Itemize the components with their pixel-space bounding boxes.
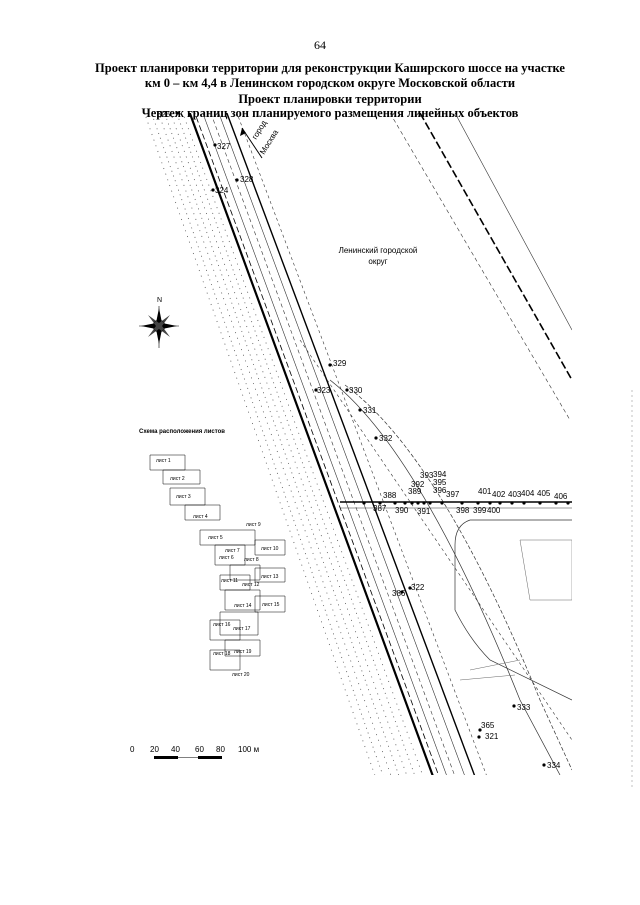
district-label-line-1: Ленинский городской: [339, 246, 418, 255]
point-label: 324: [215, 186, 229, 195]
point-label: 398: [456, 506, 470, 515]
point-label: 399: [473, 506, 487, 515]
sheet-label: лист 13: [261, 574, 279, 580]
point-label: 333: [517, 703, 531, 712]
sheet-label: лист 20: [232, 672, 250, 678]
sheet-label: лист 6: [219, 555, 234, 561]
point-label: 393: [420, 471, 434, 480]
scale-tick-label: 60: [195, 745, 204, 754]
point-label: 321: [485, 732, 499, 741]
arrowhead-icon: [240, 128, 246, 136]
point-label: 404: [521, 489, 535, 498]
title-line-1: Проект планировки территории для реконст…: [95, 61, 565, 75]
point-label: 329: [333, 359, 347, 368]
point-label: 405: [537, 489, 551, 498]
point-label: 334: [547, 761, 561, 770]
scale-tick-label: 20: [150, 745, 159, 754]
title-line-3: Проект планировки территории: [238, 92, 422, 106]
sheet-label: лист 10: [261, 546, 279, 552]
point-label: 392: [411, 480, 425, 489]
north-label: N: [157, 297, 162, 304]
point-label: 322: [411, 583, 425, 592]
sheet-label: лист 16: [213, 622, 231, 628]
sheet-label: лист 12: [242, 582, 260, 588]
point-label: 394: [433, 470, 447, 479]
point-labels: 325 327 328 324 329 323 330 331 332 393 …: [157, 110, 568, 770]
point-label: 387: [373, 504, 387, 513]
sheet-label: лист 15: [262, 602, 280, 608]
point-label: 386: [392, 589, 406, 598]
sheet-label: лист 5: [208, 535, 223, 541]
point-label: 389: [408, 487, 422, 496]
point-label: 400: [487, 506, 501, 515]
sheet-label: лист 14: [234, 603, 252, 609]
point-label: 327: [217, 142, 231, 151]
sheet-label: лист 11: [221, 578, 238, 584]
point-label: 323: [317, 386, 331, 395]
scheme-title: Схема расположения листов: [139, 429, 225, 435]
page-number: 64: [314, 38, 326, 52]
district-label-line-2: округ: [368, 257, 387, 266]
point-label: 402: [492, 490, 506, 499]
sheet-scheme: Схема расположения листов лист 1 лист 2 …: [139, 429, 286, 678]
sheet-label: лист 18: [213, 651, 231, 657]
sheet-label: лист 3: [176, 494, 191, 500]
point-label: 325: [157, 110, 171, 119]
scale-tick-label: 80: [216, 745, 225, 754]
sheet-label: лист 1: [156, 458, 171, 464]
scale-tick-label: 100 м: [238, 745, 259, 754]
sheet-label: лист 19: [234, 649, 252, 655]
point-label: 388: [383, 491, 397, 500]
sheet-label: лист 9: [246, 522, 261, 528]
compass-rose-icon: N: [139, 297, 179, 348]
point-label: 391: [417, 507, 431, 516]
title-line-2: км 0 – км 4,4 в Ленинском городском окру…: [144, 76, 516, 90]
point-label: 403: [508, 490, 522, 499]
title-line-4: Чертеж границ зон планируемого размещени…: [141, 106, 519, 120]
point-label: 406: [554, 492, 568, 501]
scale-bar: 0 20 40 60 80 100 м: [130, 745, 259, 759]
point-label: 395: [433, 478, 447, 487]
sheet-label: лист 17: [233, 626, 251, 632]
point-label: 365: [481, 721, 495, 730]
road-corridor: [144, 113, 572, 775]
boundary-points: [175, 111, 570, 767]
scale-tick-label: 0: [130, 745, 135, 754]
sheet-label: лист 2: [170, 476, 185, 482]
point-label: 331: [363, 406, 377, 415]
direction-arrow: город Москва: [240, 119, 280, 159]
point-label: 397: [446, 490, 460, 499]
scale-tick-label: 40: [171, 745, 180, 754]
sheet-label: лист 4: [193, 514, 208, 520]
point-label: 330: [349, 386, 363, 395]
point-label: 390: [395, 506, 409, 515]
point-label: 401: [478, 487, 492, 496]
point-label: 396: [433, 486, 447, 495]
sheet-label: лист 8: [244, 557, 259, 563]
sheet-label: лист 7: [225, 548, 240, 554]
point-label: 328: [240, 175, 254, 184]
point-label: 332: [379, 434, 393, 443]
